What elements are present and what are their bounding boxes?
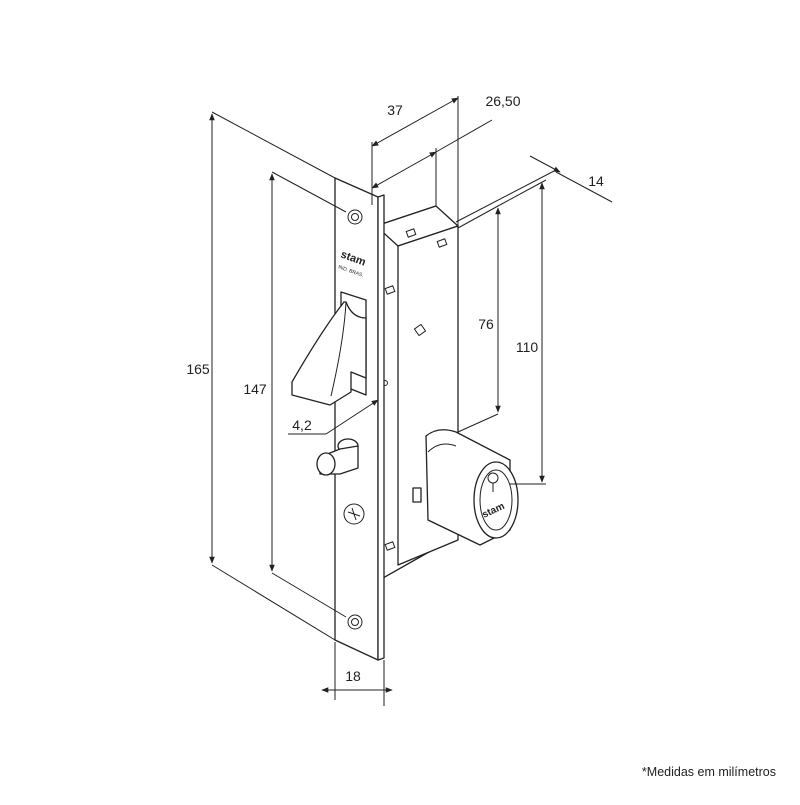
dim-label-26-50: 26,50 <box>485 93 520 109</box>
footnote: *Medidas em milímetros <box>642 765 776 779</box>
dim-label-110: 110 <box>516 339 539 355</box>
dimension-lines <box>209 96 613 706</box>
dim-label-18: 18 <box>345 668 361 684</box>
dim-label-4-2: 4,2 <box>292 417 312 433</box>
faceplate-screw <box>343 503 365 525</box>
hook-bolt <box>291 291 367 406</box>
dim-label-14: 14 <box>588 173 604 189</box>
faceplate: stam IND. BRAS. <box>334 177 385 661</box>
dim-label-76: 76 <box>478 316 494 332</box>
dim-label-37: 37 <box>387 102 403 118</box>
latch-pin <box>316 438 359 476</box>
dim-label-165: 165 <box>186 361 210 377</box>
dim-label-147: 147 <box>243 381 267 397</box>
cylinder: stam <box>412 429 519 546</box>
